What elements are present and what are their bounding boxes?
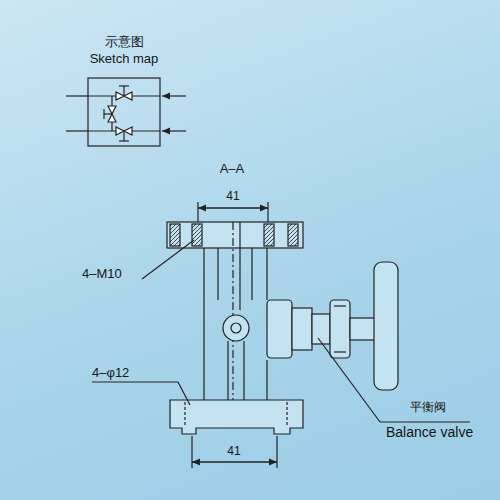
heading: 示意图	[105, 35, 144, 48]
hole-callout: 4–φ12	[92, 366, 129, 379]
heading: Sketch map	[90, 52, 159, 65]
part-name: 平衡阀	[410, 401, 446, 413]
section-label: A–A	[220, 162, 245, 175]
dimension: 41	[226, 190, 239, 202]
dimension: 41	[227, 445, 240, 457]
part-name: Balance valve	[386, 425, 473, 439]
thread-callout: 4–M10	[82, 267, 122, 280]
sketch-map	[66, 78, 186, 146]
